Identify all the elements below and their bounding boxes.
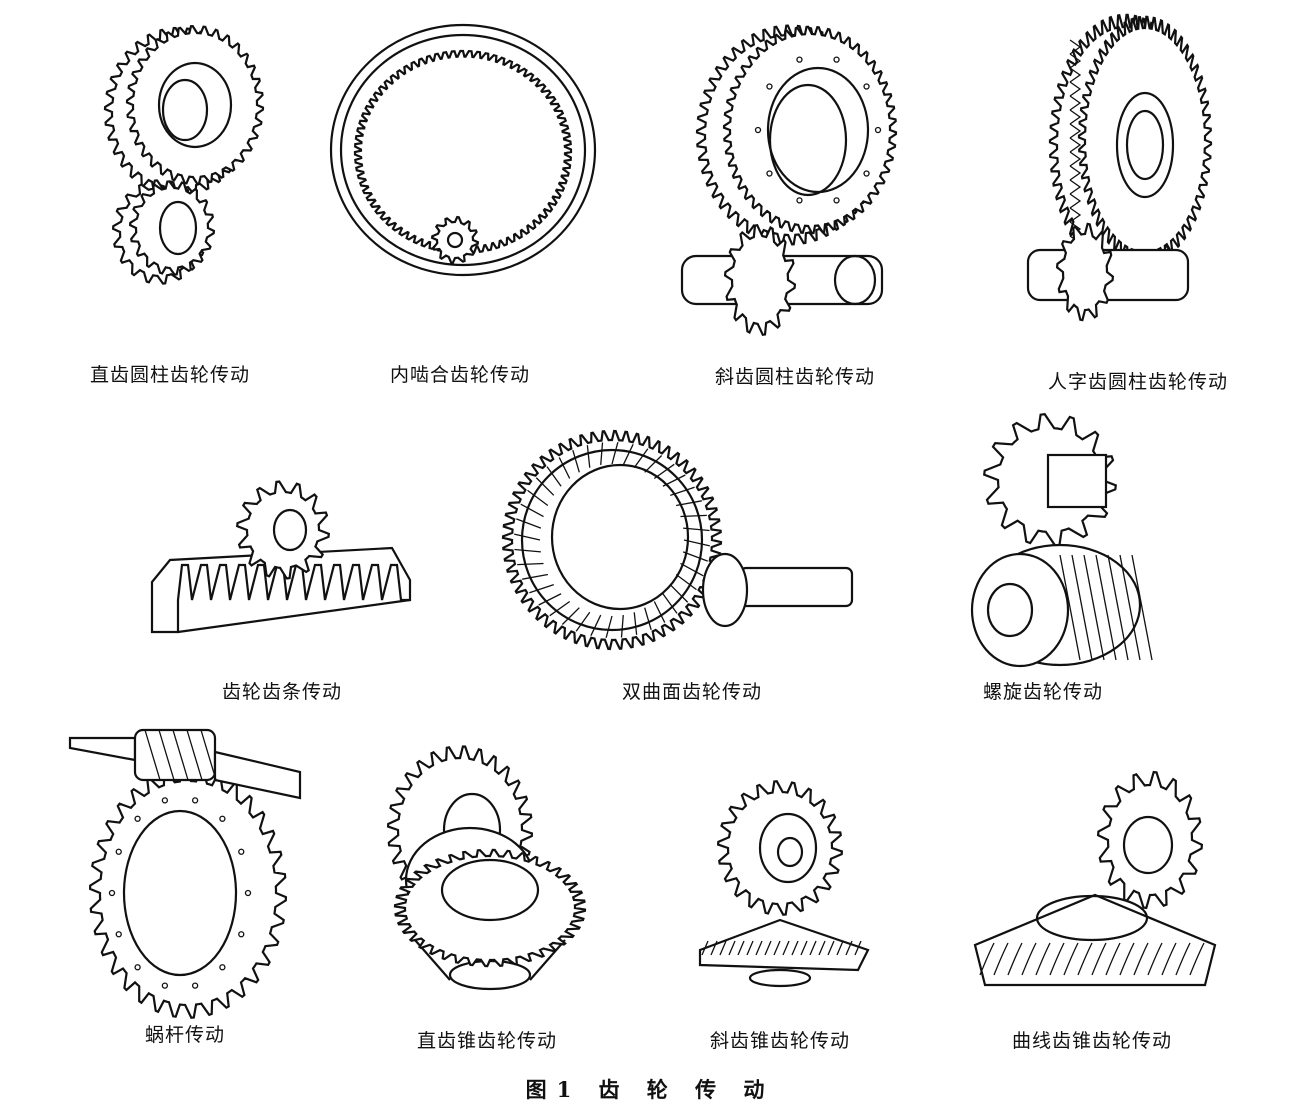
helical-bevel-drawing (698, 780, 870, 988)
caption-hypoid-gear: 双曲面齿轮传动 (621, 681, 763, 703)
caption-spiral-bevel: 曲线齿锥齿轮传动 (1011, 1030, 1173, 1052)
caption-internal-gear: 内啮合齿轮传动 (389, 364, 531, 386)
caption-rack-pinion: 齿轮齿条传动 (221, 681, 343, 703)
crossed-helical-drawing (970, 413, 1153, 668)
caption-spur-gear: 直齿圆柱齿轮传动 (89, 364, 251, 386)
helical-gear-drawing (680, 24, 898, 337)
worm-drive-drawing (68, 728, 302, 1019)
figure-caption: 图1 齿 轮 传 动 (525, 1077, 775, 1102)
hypoid-gear-drawing (501, 429, 854, 651)
caption-worm-drive: 蜗杆传动 (144, 1024, 226, 1046)
caption-crossed-helical-gear: 螺旋齿轮传动 (982, 681, 1104, 703)
rack-pinion-drawing (150, 480, 412, 634)
internal-gear-drawing (329, 23, 597, 277)
caption-helical-bevel: 斜齿锥齿轮传动 (709, 1030, 851, 1052)
caption-herringbone-gear: 人字齿圆柱齿轮传动 (1047, 371, 1229, 393)
straight-bevel-drawing (386, 745, 587, 991)
caption-helical-gear: 斜齿圆柱齿轮传动 (714, 366, 876, 388)
spiral-bevel-drawing (973, 770, 1217, 987)
herringbone-gear-drawing (1026, 13, 1213, 322)
caption-straight-bevel: 直齿锥齿轮传动 (416, 1030, 558, 1052)
spur-gear-drawing (103, 24, 265, 285)
